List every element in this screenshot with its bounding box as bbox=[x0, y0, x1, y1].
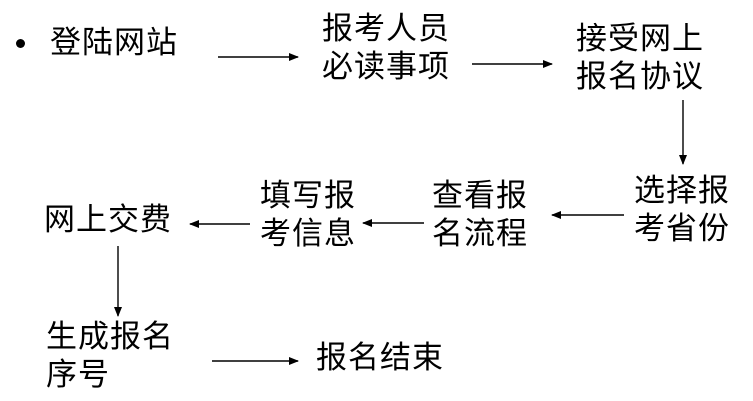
bullet-point bbox=[16, 39, 25, 48]
step-accept-agreement: 接受网上 报名协议 bbox=[576, 20, 704, 96]
step-label-line-1: 接受网上 bbox=[576, 21, 704, 57]
step-label-line-1: 填写报 bbox=[260, 178, 356, 214]
step-label-line-2: 报名协议 bbox=[576, 59, 704, 95]
step-generate-number: 生成报名 序号 bbox=[46, 318, 174, 394]
step-label-line-1: 查看报 bbox=[432, 178, 528, 214]
step-label-line-1: 选择报 bbox=[634, 173, 730, 209]
step-label-line-2: 考省份 bbox=[634, 211, 730, 247]
step-label: 网上交费 bbox=[44, 202, 172, 238]
step-read-notice: 报考人员 必读事项 bbox=[322, 10, 450, 86]
step-label: 报名结束 bbox=[316, 340, 444, 376]
step-fill-info: 填写报 考信息 bbox=[260, 177, 356, 253]
step-label-line-2: 序号 bbox=[46, 357, 110, 393]
step-online-payment: 网上交费 bbox=[44, 201, 172, 239]
step-view-process: 查看报 名流程 bbox=[432, 177, 528, 253]
step-label-line-1: 生成报名 bbox=[46, 319, 174, 355]
step-label-line-2: 名流程 bbox=[432, 216, 528, 252]
step-select-province: 选择报 考省份 bbox=[634, 172, 730, 248]
step-label: 登陆网站 bbox=[50, 25, 178, 61]
step-registration-end: 报名结束 bbox=[316, 339, 444, 377]
step-label-line-2: 考信息 bbox=[260, 216, 356, 252]
step-login-website: 登陆网站 bbox=[50, 24, 178, 62]
step-label-line-1: 报考人员 bbox=[322, 11, 450, 47]
step-label-line-2: 必读事项 bbox=[322, 49, 450, 85]
